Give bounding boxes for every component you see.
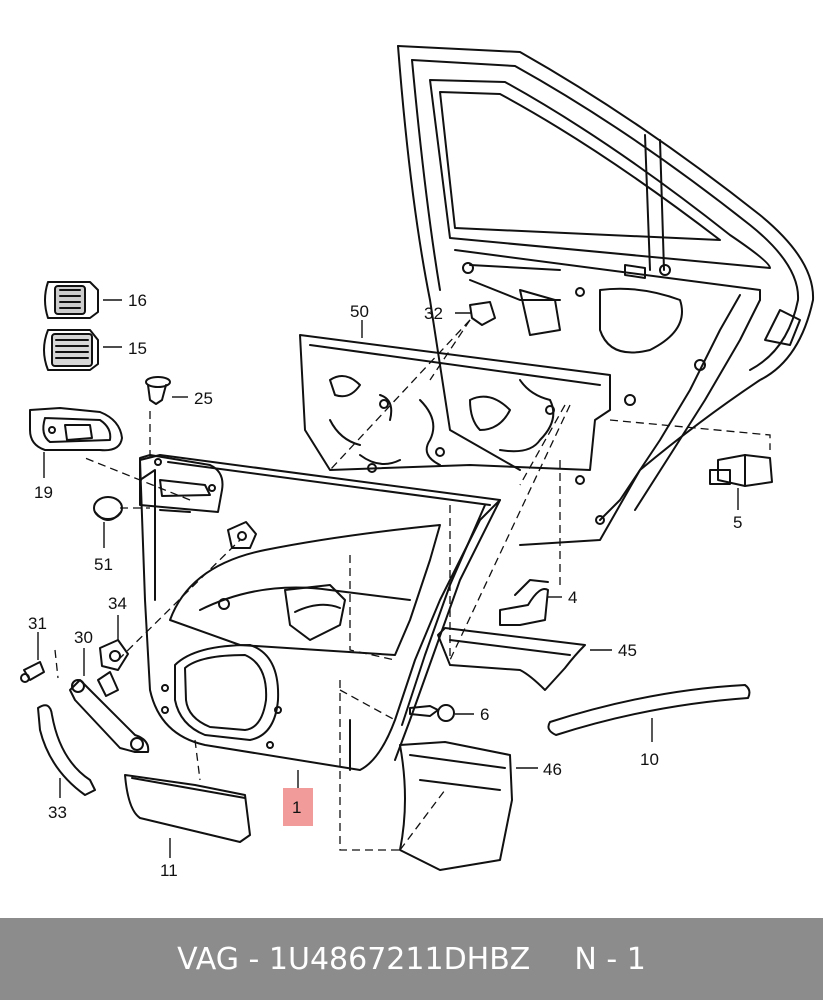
molding-10 [547,684,751,736]
door-trim-panel [139,454,501,771]
trim-strip-45 [437,627,586,691]
pocket-11 [124,774,251,843]
highlight-box [283,788,313,826]
grab-handle-30 [69,671,150,753]
bracket-4 [499,579,549,626]
screw-6 [409,704,455,722]
label-15: 15 [128,339,147,358]
part-number: VAG - 1U4867211DHBZ [177,941,531,977]
screw-31 [20,661,45,683]
label-34: 34 [108,594,127,613]
clip-32 [469,301,496,326]
exploded-parts-diagram: 16 15 25 19 51 34 31 30 33 11 1 32 50 4 … [20,45,815,880]
label-4: 4 [568,588,577,607]
label-19: 19 [34,483,53,502]
label-11: 11 [160,861,178,880]
label-25: 25 [194,389,213,408]
window-switch-15 [43,329,99,371]
label-10: 10 [640,750,659,769]
label-51: 51 [94,555,113,574]
label-46: 46 [543,760,562,779]
label-6: 6 [480,705,489,724]
part-labels: 16 15 25 19 51 34 31 30 33 11 1 32 50 4 … [28,291,742,880]
label-1: 1 [292,798,301,817]
cap-51 [93,496,123,521]
label-32: 32 [424,304,443,323]
cap-34 [99,639,129,671]
label-30: 30 [74,628,93,647]
label-31: 31 [28,614,47,633]
handle-33 [37,704,96,796]
label-33: 33 [48,803,67,822]
grip-insert [227,521,257,549]
part-number-footer: VAG - 1U4867211DHBZ N - 1 [0,918,823,1000]
connector-5 [709,454,773,487]
clip-25 [145,376,171,405]
armrest-part [29,407,224,513]
label-45: 45 [618,641,637,660]
trim-46 [399,741,513,871]
vapour-barrier [299,334,611,473]
label-16: 16 [128,291,147,310]
page-indicator: N - 1 [574,941,646,977]
door-shell [397,45,815,546]
label-50: 50 [350,302,369,321]
label-5: 5 [733,513,742,532]
window-switch-16 [44,281,99,319]
